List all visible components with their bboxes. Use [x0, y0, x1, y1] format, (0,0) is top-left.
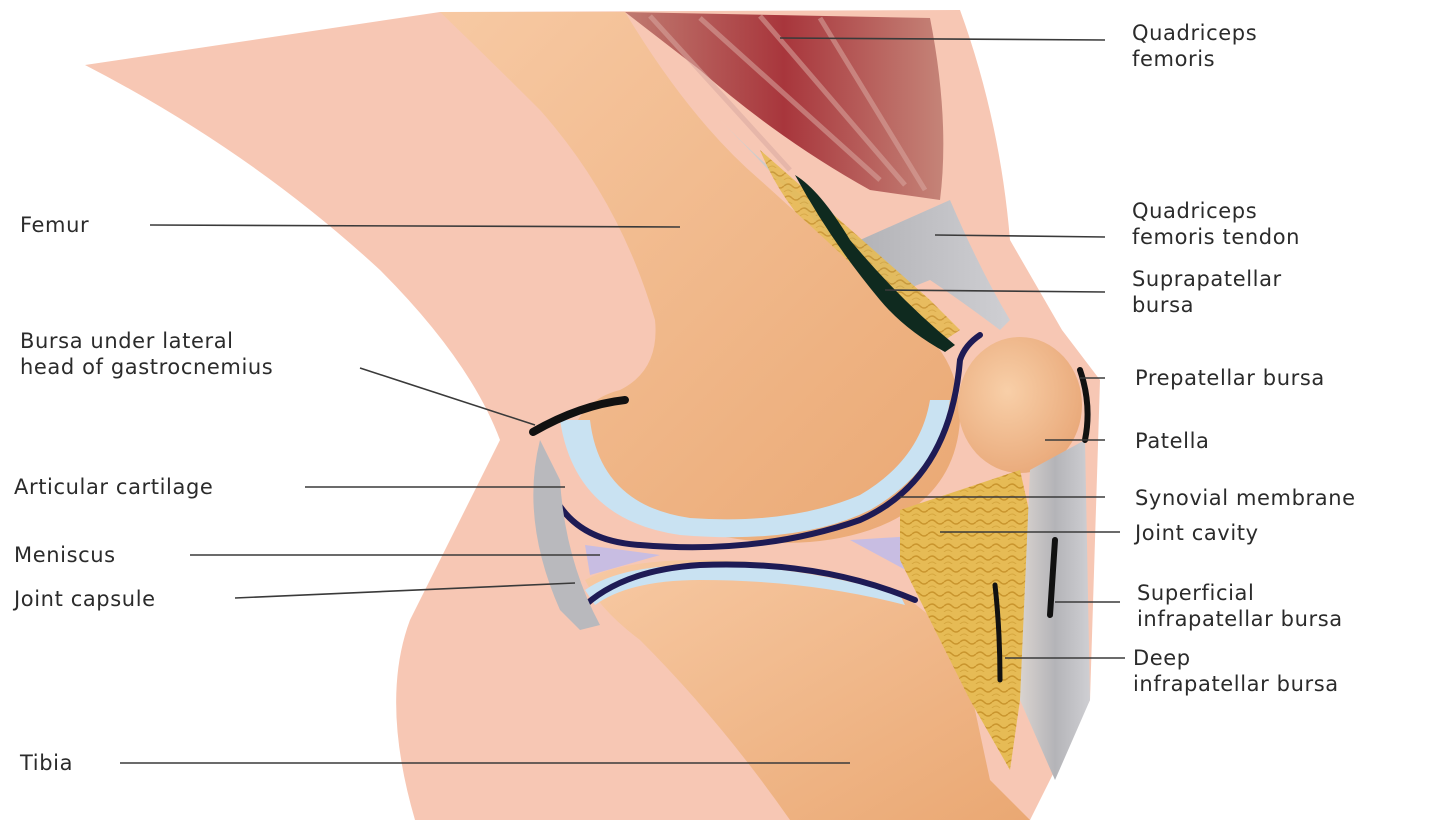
- label-articular-cartilage: Articular cartilage: [14, 474, 213, 500]
- label-patella: Patella: [1135, 428, 1209, 454]
- label-synovial-membrane: Synovial membrane: [1135, 485, 1356, 511]
- label-meniscus: Meniscus: [14, 542, 116, 568]
- label-joint-cavity: Joint cavity: [1135, 520, 1259, 546]
- label-joint-capsule: Joint capsule: [14, 586, 156, 612]
- label-tibia: Tibia: [20, 750, 73, 776]
- label-prepatellar-bursa: Prepatellar bursa: [1135, 365, 1325, 391]
- label-femur: Femur: [20, 212, 89, 238]
